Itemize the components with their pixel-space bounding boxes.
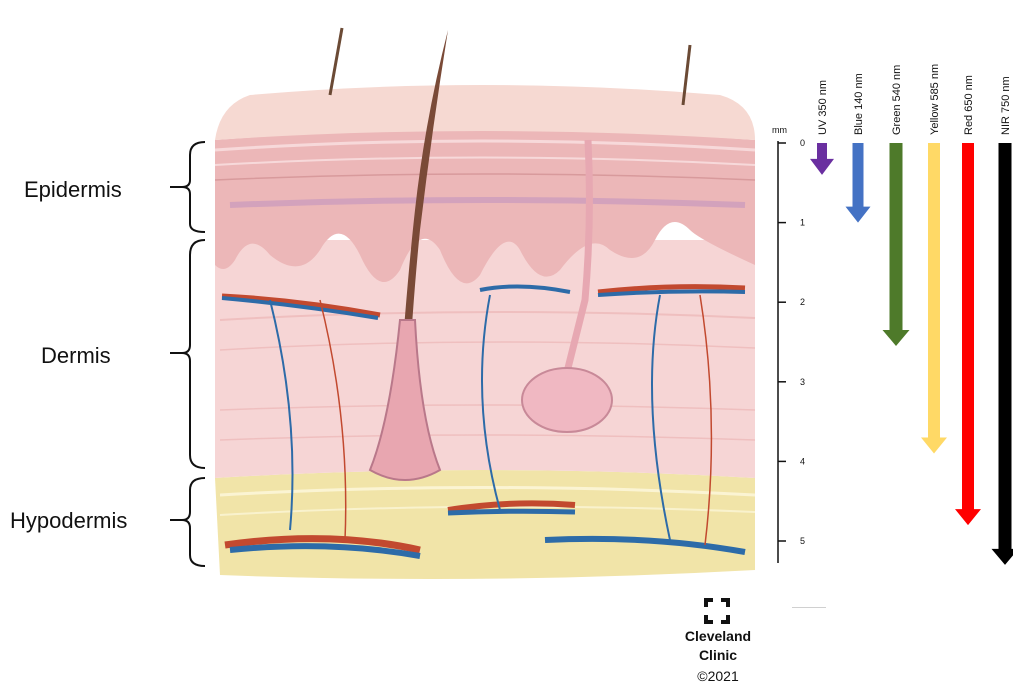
penetration-arrow-shape bbox=[846, 143, 871, 223]
penetration-arrow: Yellow 585 nm bbox=[921, 64, 947, 454]
scale-tick-label: 4 bbox=[800, 456, 805, 466]
penetration-arrow-shape bbox=[921, 143, 947, 453]
wavelength-label: UV 350 nm bbox=[817, 80, 829, 135]
logo-name-line1: Cleveland bbox=[676, 628, 760, 644]
scale-unit-label: mm bbox=[772, 125, 787, 135]
divider-line bbox=[792, 607, 826, 608]
wavelength-label: NIR 750 nm bbox=[1000, 76, 1012, 135]
wavelength-label: Blue 140 nm bbox=[853, 73, 865, 135]
penetration-arrow: UV 350 nm bbox=[810, 80, 834, 175]
logo-name-line2: Clinic bbox=[676, 647, 760, 663]
scale-tick-label: 0 bbox=[800, 138, 805, 148]
penetration-arrow-shape bbox=[955, 143, 981, 525]
penetration-arrow-shape bbox=[883, 143, 910, 346]
wavelength-label: Green 540 nm bbox=[891, 65, 903, 135]
penetration-arrow: Red 650 nm bbox=[955, 75, 981, 525]
penetration-arrow: Blue 140 nm bbox=[846, 73, 871, 222]
cleveland-clinic-logo-icon bbox=[704, 598, 734, 624]
scale-tick-label: 3 bbox=[800, 377, 805, 387]
scale-tick-label: 2 bbox=[800, 297, 805, 307]
penetration-arrow-shape bbox=[810, 143, 834, 175]
penetration-arrow-shape bbox=[992, 143, 1013, 565]
logo-copyright: ©2021 bbox=[676, 668, 760, 684]
penetration-arrow: NIR 750 nm bbox=[992, 76, 1013, 565]
scale-tick-label: 5 bbox=[800, 536, 805, 546]
wavelength-label: Red 650 nm bbox=[963, 75, 975, 135]
penetration-arrow: Green 540 nm bbox=[883, 65, 910, 346]
wavelength-label: Yellow 585 nm bbox=[929, 64, 941, 135]
scale-tick-label: 1 bbox=[800, 218, 805, 228]
